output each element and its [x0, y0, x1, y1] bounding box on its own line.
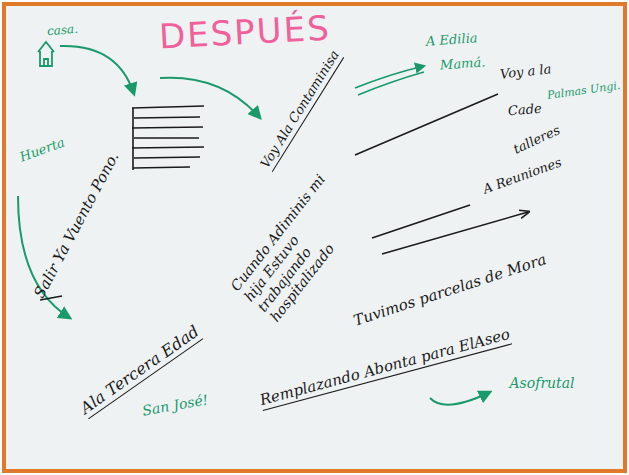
organisation-label: Asofrutal [510, 375, 575, 392]
green-arrow [60, 46, 134, 94]
note-text: Cuando Adiminis mi hija Estuvo trabajand… [227, 165, 372, 325]
green-arrow [355, 66, 424, 88]
note-text: Remplazando Abonta para ElAseo [258, 325, 513, 411]
timeline-line [355, 94, 498, 155]
note-text: A Reuniones [481, 154, 564, 197]
green-arrow [430, 392, 490, 405]
note-text: Salir Ya Vuento Pono. [30, 149, 122, 301]
note-text: Voy a la [499, 61, 552, 82]
place-label: casa. [46, 22, 78, 39]
note-text: Voy Ala Contaminisa [257, 48, 344, 172]
green-stroke [358, 72, 424, 95]
timeline-arrow [382, 212, 528, 254]
person-label: A Edilia [426, 30, 479, 49]
place-label: Palmas Ungi. [546, 78, 621, 101]
note-text: talleres [511, 122, 563, 157]
note-text: Cade [507, 101, 542, 119]
note-text: Tuvimos parcelas de Mora [351, 250, 548, 329]
paper-frame [4, 4, 625, 471]
person-label: Mamá. [439, 54, 485, 73]
house-icon [38, 42, 54, 66]
green-arrow [160, 78, 260, 118]
place-label: Huerta [17, 135, 66, 166]
scribble-lines [132, 106, 204, 170]
page-title: DESPUÉS [158, 8, 332, 58]
place-label: San José! [141, 391, 209, 419]
